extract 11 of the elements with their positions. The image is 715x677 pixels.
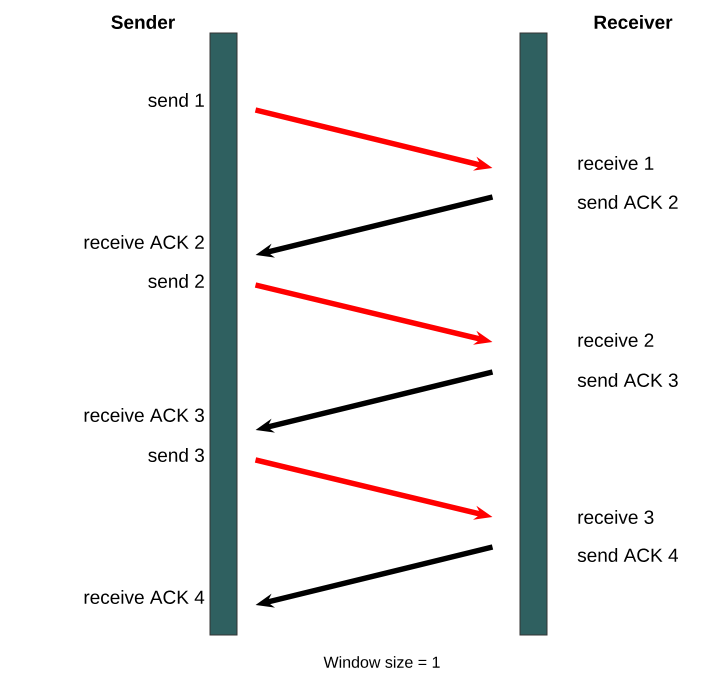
event-label: send ACK 2 bbox=[578, 195, 678, 209]
lifeline-bar bbox=[210, 32, 238, 636]
lifeline-bar bbox=[520, 32, 548, 636]
event-label: send ACK 3 bbox=[578, 373, 678, 387]
heading: Sender bbox=[111, 15, 175, 29]
event-label: send ACK 4 bbox=[578, 548, 678, 562]
event-label: receive 1 bbox=[578, 156, 654, 170]
heading: Receiver bbox=[594, 15, 672, 29]
caption: Window size = 1 bbox=[324, 656, 440, 668]
event-label: receive 2 bbox=[578, 333, 654, 347]
event-label: receive 3 bbox=[578, 510, 654, 524]
